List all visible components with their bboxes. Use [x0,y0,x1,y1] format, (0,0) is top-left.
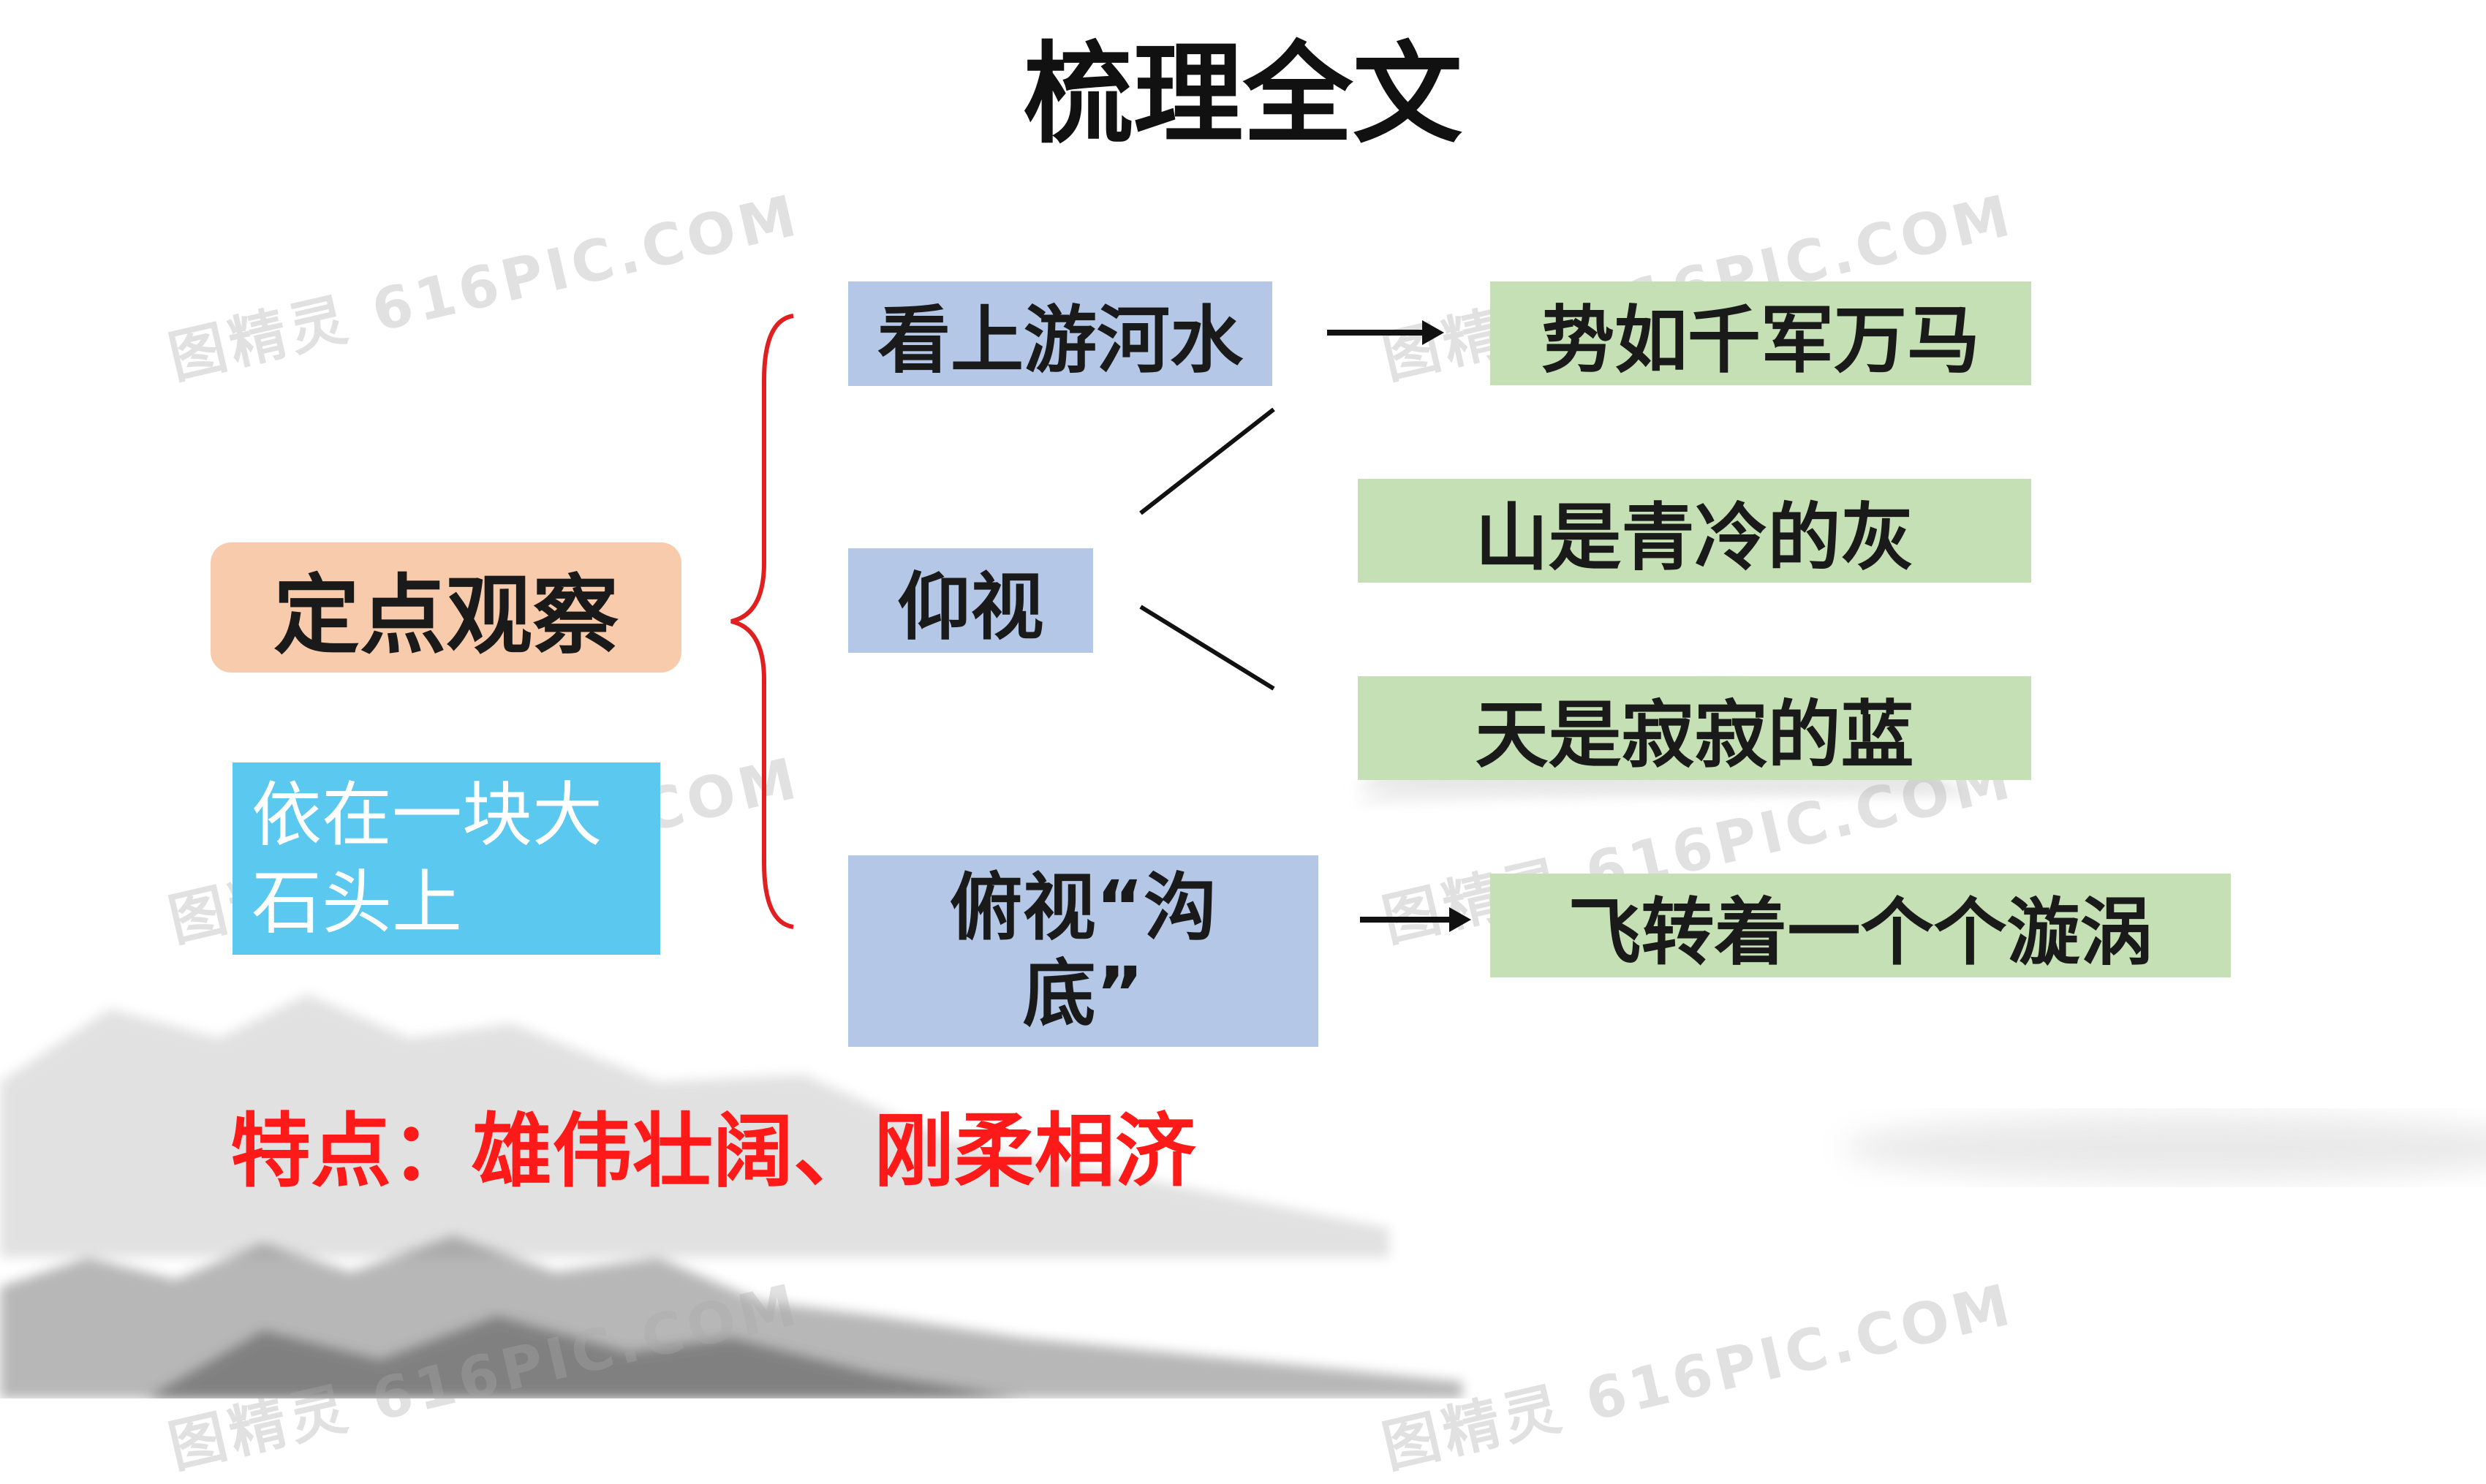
branch-look-up: 仰视 [848,548,1093,653]
bracket [730,314,794,929]
branch-look-down-text: 俯视“沟底” [949,865,1217,1037]
fork-line-lower [1139,605,1275,691]
page-title: 梳理全文 [1023,31,1462,159]
position-note-text: 依在一块大石头上 [252,773,602,944]
slide: 图精灵 616PIC.COM 图精灵 616PIC.COM 图精灵 616PIC… [0,31,2486,1481]
arrowhead-2 [1449,907,1471,932]
main-node: 定点观察 [211,542,681,673]
feature-summary: 特点：雄伟壮阔、刚柔相济 [230,1105,1195,1198]
branch-upstream: 看上游河水 [848,281,1272,386]
result-whirlpool: 飞转着一个个漩涡 [1490,874,2231,977]
fork-line-upper [1139,407,1275,515]
position-note: 依在一块大石头上 [233,762,660,955]
arrowhead-1 [1422,320,1444,345]
result-sky: 天是寂寂的蓝 [1358,676,2031,780]
connectors [730,314,1471,932]
result-upstream: 势如千军万马 [1490,281,2031,385]
branch-look-down: 俯视“沟底” [848,855,1318,1047]
result-mountain: 山是青冷的灰 [1358,479,2031,583]
